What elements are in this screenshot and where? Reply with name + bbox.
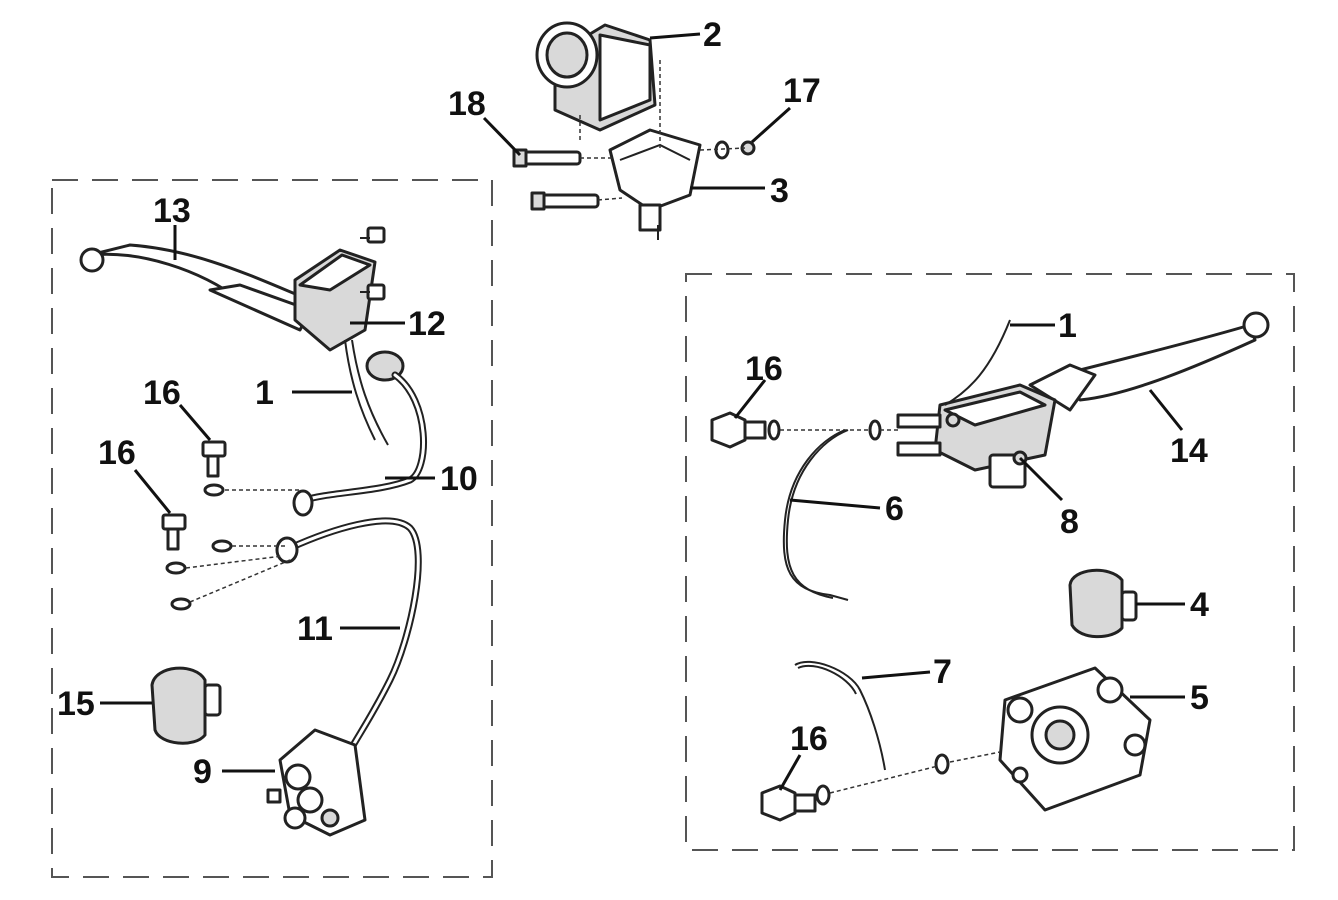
right-brake-line-7 [794, 660, 886, 771]
callout-1-right: 1 [1058, 307, 1077, 345]
callout-7: 7 [933, 653, 952, 691]
abs-module [535, 21, 657, 132]
right-banjo-bolt-lower [760, 751, 1001, 822]
left-brake-lever [79, 243, 312, 332]
callout-16-lower-right: 16 [790, 720, 828, 758]
callout-12: 12 [408, 305, 446, 343]
callout-9: 9 [193, 753, 212, 791]
right-brake-line-6 [782, 429, 849, 601]
left-lower-hose [275, 517, 422, 764]
right-brake-switch-wire [944, 319, 1011, 406]
bracket-nut [699, 140, 756, 160]
left-master-cylinder [293, 226, 405, 382]
callout-2: 2 [703, 16, 722, 54]
left-brake-switch-wires [344, 339, 389, 446]
callout-6: 6 [885, 490, 904, 528]
left-brake-pads [150, 666, 222, 745]
left-assembly-frame [51, 179, 493, 878]
left-upper-hose [292, 371, 427, 517]
callout-18: 18 [448, 85, 486, 123]
callout-16-lower-left: 16 [98, 434, 136, 472]
right-master-cylinder [896, 383, 1057, 489]
callout-17: 17 [783, 72, 821, 110]
right-assembly-frame [685, 273, 1295, 851]
right-brake-pads [1068, 568, 1138, 639]
abs-bracket [608, 128, 702, 240]
callout-1-left: 1 [255, 374, 274, 412]
right-banjo-bolt-upper [710, 411, 898, 449]
callout-13: 13 [153, 192, 191, 230]
callout-14: 14 [1170, 432, 1208, 470]
right-brake-caliper [998, 666, 1152, 812]
callout-11: 11 [297, 610, 333, 648]
callout-4: 4 [1190, 586, 1209, 624]
left-banjo-bolts [161, 440, 300, 611]
callout-3: 3 [770, 172, 789, 210]
callout-16-upper-right: 16 [745, 350, 783, 388]
left-brake-caliper [266, 728, 367, 837]
callout-16-upper-left: 16 [143, 374, 181, 412]
callout-8: 8 [1060, 503, 1079, 541]
callout-15: 15 [57, 685, 95, 723]
callout-5: 5 [1190, 679, 1209, 717]
right-brake-lever [1028, 311, 1270, 412]
callout-10: 10 [440, 460, 478, 498]
